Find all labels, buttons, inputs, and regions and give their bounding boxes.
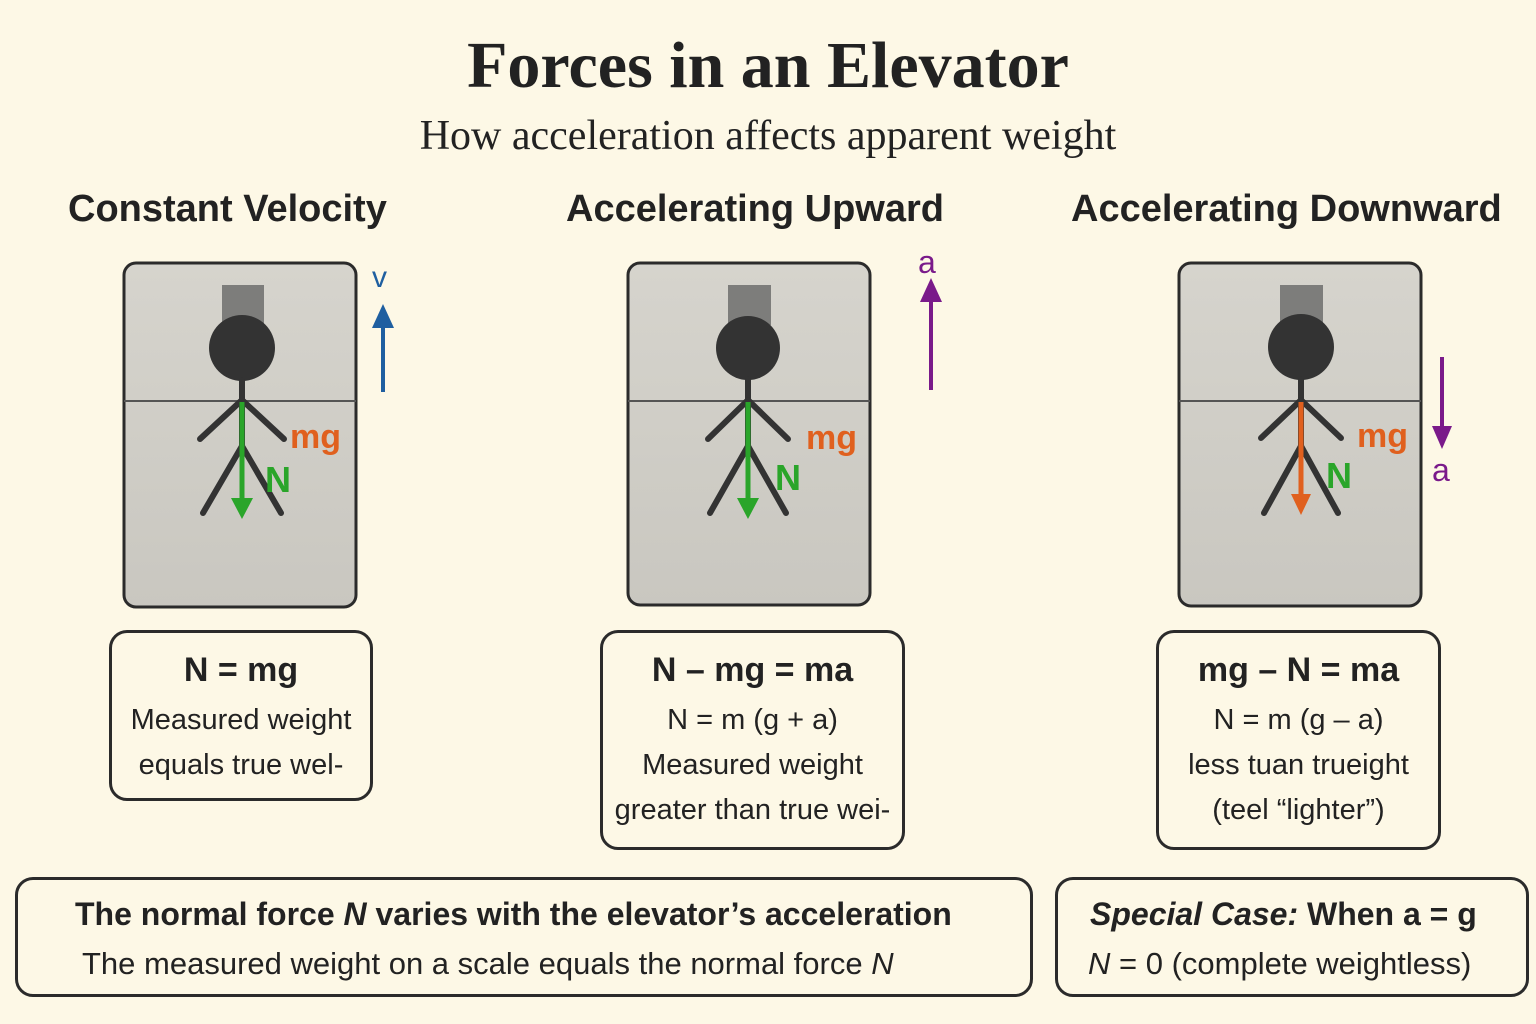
description-line: equals true wel- [138,749,344,781]
normal-force-variable: N [1088,946,1111,981]
equation-box-accelerating-downward: mg – N = ma N = m (g – a) less tuan true… [1156,630,1441,850]
description-line: Measured weight [642,749,863,781]
weight-label: mg [1357,417,1408,455]
normal-label: N [775,457,801,498]
equation: N – mg = ma [651,651,854,689]
elevator-accelerating-downward: mg N a [1177,261,1452,608]
description-line: less tuan trueight [1188,749,1409,781]
page-subtitle: How acceleration affects apparent weight [419,113,1117,159]
page-title: Forces in an Elevator [467,29,1069,102]
equation: mg – N = ma [1197,651,1400,689]
acceleration-label: a [918,244,936,280]
elevator-constant-velocity: mg N v [122,261,394,609]
weight-label: mg [806,419,857,457]
summary-box: The normal force N varies with the eleva… [15,877,1033,997]
heading-constant-velocity: Constant Velocity [68,188,387,230]
equation-box-accelerating-upward: N – mg = ma N = m (g + a) Measured weigh… [600,630,905,850]
force-arrow-green [231,402,253,519]
elevator-accelerating-upward: mg N a [626,244,942,607]
special-case-result: N = 0 (complete weightless) [1088,946,1472,981]
acceleration-arrow-up [920,278,942,390]
description-line: N = m (g – a) [1213,704,1384,736]
summary-line-1: The normal force N varies with the eleva… [75,896,952,932]
special-case-label: Special Case: [1090,896,1299,932]
velocity-label: v [372,261,387,294]
heading-accelerating-upward: Accelerating Upward [566,188,944,230]
normal-label: N [265,459,291,500]
equation: N = mg [183,651,299,689]
description-line: greater than true wei- [614,794,891,826]
equation-box-constant-velocity: N = mg Measured weight equals true wel- [109,630,373,801]
normal-force-variable: N [343,896,367,932]
special-case-box: Special Case: When a = g N = 0 (complete… [1055,877,1529,997]
velocity-arrow [372,304,394,392]
special-case-condition: Special Case: When a = g [1090,896,1477,932]
description-line: Measured weight [130,704,352,736]
figure-head [716,316,780,380]
normal-force-variable: N [871,946,894,981]
heading-accelerating-downward: Accelerating Downward [1071,188,1502,230]
figure-head [209,315,275,381]
acceleration-arrow-down [1432,357,1452,449]
normal-label: N [1326,455,1352,496]
figure-head [1268,314,1334,380]
description-line: N = m (g + a) [667,704,838,736]
summary-line-2: The measured weight on a scale equals th… [82,946,894,981]
weight-label: mg [290,418,341,456]
force-arrow-green [737,402,759,519]
description-line: (teel “lighter”) [1212,794,1385,826]
stick-figure [1258,314,1344,516]
acceleration-label: a [1432,452,1450,488]
force-arrow-orange [1291,402,1311,515]
